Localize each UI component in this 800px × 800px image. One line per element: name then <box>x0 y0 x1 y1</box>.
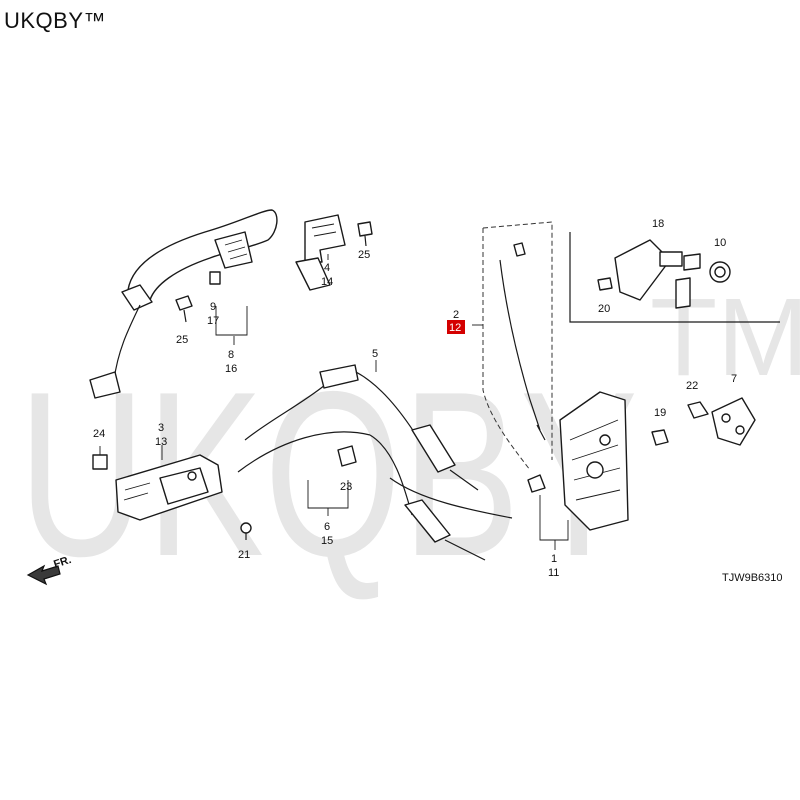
striker-part-7 <box>711 397 756 446</box>
callout-4: 4 <box>324 262 330 274</box>
callout-12: 12 <box>449 322 461 334</box>
bracket-part-4 <box>295 214 346 291</box>
callout-24: 24 <box>93 428 105 440</box>
cable-part-5 <box>244 364 479 491</box>
callout-labels: 9 17 8 16 25 4 14 25 5 24 3 13 21 23 6 1… <box>93 218 737 579</box>
bolt-part-19 <box>651 429 669 446</box>
callout-23: 23 <box>340 481 352 493</box>
callout-6: 6 <box>324 521 330 533</box>
brand-logo-text: UKQBY™ <box>4 8 107 33</box>
leader-lines <box>99 254 569 550</box>
arrow-left-icon <box>26 564 61 586</box>
door-lock-actuator-part-1 <box>527 391 629 531</box>
callout-3: 3 <box>158 422 164 434</box>
outside-handle-part <box>89 209 278 399</box>
callout-11: 11 <box>548 567 559 579</box>
screw-part-20 <box>597 277 613 291</box>
callout-22: 22 <box>686 380 698 392</box>
bolt-part-25b <box>357 221 373 247</box>
callout-18: 18 <box>652 218 664 230</box>
callout-14: 14 <box>321 276 333 288</box>
callout-20: 20 <box>598 303 610 315</box>
direction-label: FR. <box>52 554 73 571</box>
bolt-part-25a <box>175 295 193 323</box>
cylinder-section-box <box>569 232 780 323</box>
callout-12-highlight <box>447 320 465 334</box>
inside-handle-part <box>115 454 223 521</box>
callout-7: 7 <box>731 373 737 385</box>
cable-part-6 <box>237 431 513 561</box>
screw-part-21 <box>240 522 252 540</box>
callout-13: 13 <box>155 436 167 448</box>
callout-10: 10 <box>714 237 726 249</box>
watermark: UKQBY TM <box>18 276 800 605</box>
key-cylinder-part-18 <box>614 239 701 309</box>
front-direction-arrow: FR. <box>26 554 73 586</box>
callout-9: 9 <box>210 301 216 313</box>
callout-1: 1 <box>551 553 557 565</box>
callout-5: 5 <box>372 348 378 360</box>
callout-8: 8 <box>228 349 234 361</box>
seal-part-10 <box>709 261 731 283</box>
callout-25b: 25 <box>358 249 370 261</box>
bolt-part-22 <box>687 401 709 419</box>
callout-16: 16 <box>225 363 237 375</box>
seal-part-9 <box>209 271 221 285</box>
clip-part-24 <box>92 454 108 470</box>
callout-25a: 25 <box>176 334 188 346</box>
callout-15: 15 <box>321 535 333 547</box>
callout-21: 21 <box>238 549 250 561</box>
watermark-tm: TM <box>650 276 800 399</box>
callout-17: 17 <box>207 315 219 327</box>
callout-19: 19 <box>654 407 666 419</box>
callout-2: 2 <box>453 309 459 321</box>
diagram-code: TJW9B6310 <box>722 572 783 584</box>
rod-part-2 <box>482 221 553 471</box>
clip-part-23 <box>337 445 357 467</box>
